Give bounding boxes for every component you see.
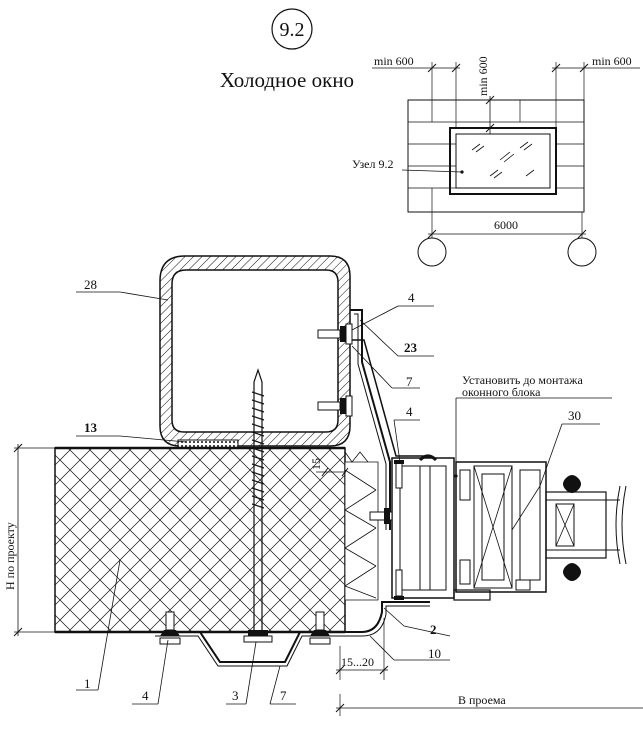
foam-insulation (344, 451, 379, 601)
sandwich-panel (54, 447, 346, 633)
node-number-circle: 9.2 (271, 8, 313, 50)
axis-bubble-right (567, 237, 597, 267)
steel-tube (159, 255, 351, 447)
callout-1: 1 (84, 676, 91, 691)
callout-4-bottom: 4 (142, 688, 149, 703)
install-note-line1: Установить до монтажа (462, 373, 583, 387)
callout-7-bottom: 7 (280, 688, 287, 703)
window-screws (369, 460, 404, 600)
tube-rivets (317, 323, 353, 417)
plan-span: 6000 (494, 218, 518, 232)
bottom-rivets (159, 611, 331, 645)
flashing-7-top (350, 339, 430, 457)
page-title: Холодное окно (220, 68, 354, 92)
axis-bubble-left (417, 237, 447, 267)
plan-view (372, 62, 640, 267)
dim-15: 15 (309, 458, 323, 470)
callout-28: 28 (84, 277, 97, 292)
callout-23: 23 (404, 340, 418, 355)
bottom-flashing (155, 601, 430, 663)
window-frame (391, 457, 627, 601)
plan-dim-top: min 600 (476, 56, 490, 96)
dim-gap: 15...20 (341, 655, 374, 669)
window-opening (449, 127, 557, 195)
callout-7-top: 7 (406, 374, 413, 389)
dim-opening: В проема (458, 693, 506, 707)
plan-node-label: Узел 9.2 (352, 157, 394, 171)
plan-dim-right: min 600 (592, 54, 632, 68)
callout-3: 3 (232, 688, 239, 703)
node-number: 9.2 (280, 19, 305, 41)
callout-10: 10 (428, 646, 441, 661)
callout-4-top: 4 (408, 290, 415, 305)
screw-3 (243, 368, 273, 643)
install-note-line2: оконного блока (462, 385, 541, 399)
callout-4-mid: 4 (406, 404, 413, 419)
bracket-23 (350, 309, 391, 530)
callout-leaders (76, 291, 600, 705)
seal-30 (418, 454, 581, 581)
callout-2: 2 (430, 622, 437, 637)
callout-13: 13 (84, 420, 98, 435)
callout-30: 30 (568, 408, 581, 423)
plan-dim-left: min 600 (374, 54, 414, 68)
dim-height-label: H по проекту (3, 522, 17, 590)
